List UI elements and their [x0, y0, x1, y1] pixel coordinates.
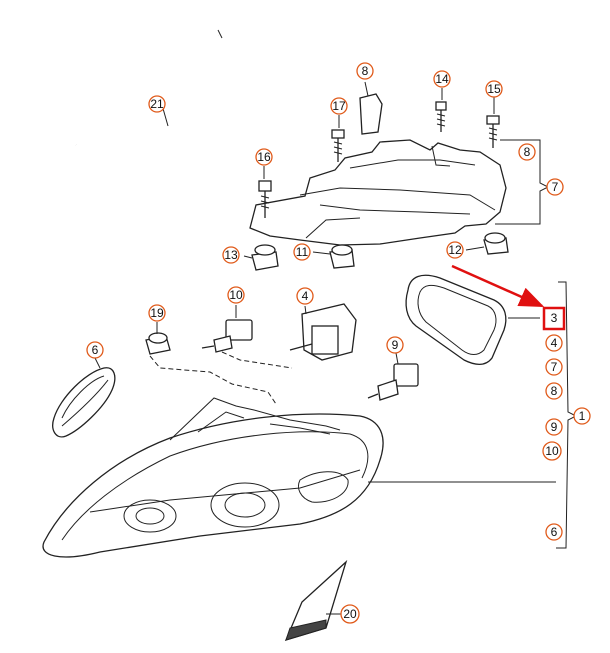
callout-7-list: 7 [545, 358, 563, 376]
callout-7-side: 7 [546, 178, 564, 196]
screw-14 [435, 88, 447, 132]
callout-16: 16 [255, 148, 273, 166]
vent-hose [74, 24, 223, 146]
label-3: 3 [551, 311, 558, 325]
dash-line-b [221, 351, 293, 369]
svg-text:1: 1 [579, 409, 586, 423]
callout-10-list: 10 [542, 441, 562, 461]
clip-13 [243, 244, 279, 271]
callout-6-ring: 6 [86, 341, 104, 359]
callout-21: 21 [148, 95, 166, 113]
callout-4-module: 4 [296, 287, 314, 305]
svg-text:14: 14 [435, 72, 449, 86]
svg-text:6: 6 [92, 343, 99, 357]
svg-text:4: 4 [551, 336, 558, 350]
callout-6-list: 6 [545, 523, 563, 541]
callout-14: 14 [433, 70, 451, 88]
callout-19: 19 [148, 304, 166, 322]
svg-text:4: 4 [302, 289, 309, 303]
svg-text:6: 6 [551, 525, 558, 539]
svg-text:13: 13 [224, 248, 238, 262]
callout-20: 20 [340, 604, 360, 624]
bulb-19 [145, 322, 171, 355]
svg-text:7: 7 [551, 360, 558, 374]
svg-text:15: 15 [487, 82, 501, 96]
svg-text:19: 19 [150, 306, 164, 320]
svg-text:16: 16 [257, 150, 271, 164]
callout-9-list: 9 [545, 418, 563, 436]
bulb-9 [367, 352, 419, 401]
bracket-1 [556, 281, 578, 549]
screw-16 [258, 166, 272, 218]
seal-ring-6 [52, 357, 116, 438]
highlight-box-3 [542, 306, 566, 331]
svg-text:7: 7 [552, 180, 559, 194]
callout-9-bulb: 9 [386, 336, 404, 354]
module-4 [289, 303, 357, 361]
svg-text:9: 9 [392, 338, 399, 352]
svg-text:8: 8 [524, 145, 531, 159]
callout-8-top: 8 [356, 62, 374, 80]
svg-text:9: 9 [551, 420, 558, 434]
svg-text:10: 10 [545, 444, 559, 458]
svg-text:20: 20 [343, 607, 357, 621]
svg-text:8: 8 [551, 384, 558, 398]
callout-17: 17 [330, 97, 348, 115]
dash-line-a [149, 355, 277, 405]
svg-text:12: 12 [448, 243, 462, 257]
svg-text:8: 8 [362, 64, 369, 78]
lens-frame-3 [405, 274, 540, 365]
clip-11 [312, 244, 355, 269]
callout-15: 15 [485, 80, 503, 98]
callout-13: 13 [222, 246, 240, 264]
clip-12 [465, 232, 509, 255]
red-arrow [451, 264, 545, 308]
clip-8 [359, 81, 383, 135]
screw-17 [331, 115, 345, 162]
headlight-housing [42, 397, 384, 558]
callout-4-list: 4 [545, 334, 563, 352]
callout-8-side: 8 [518, 143, 536, 161]
svg-text:3: 3 [551, 311, 558, 325]
svg-text:21: 21 [150, 97, 164, 111]
callout-12: 12 [446, 241, 464, 259]
film-20 [284, 559, 348, 642]
callout-10-bulb: 10 [227, 286, 245, 304]
svg-text:11: 11 [296, 245, 309, 259]
housing-bracket [249, 139, 507, 246]
svg-text:10: 10 [229, 288, 243, 302]
screw-15 [486, 97, 500, 148]
callout-8-list: 8 [545, 382, 563, 400]
bulb-10 [201, 305, 253, 353]
callout-11: 11 [293, 243, 311, 261]
callout-1: 1 [573, 407, 591, 425]
svg-text:17: 17 [332, 99, 346, 113]
